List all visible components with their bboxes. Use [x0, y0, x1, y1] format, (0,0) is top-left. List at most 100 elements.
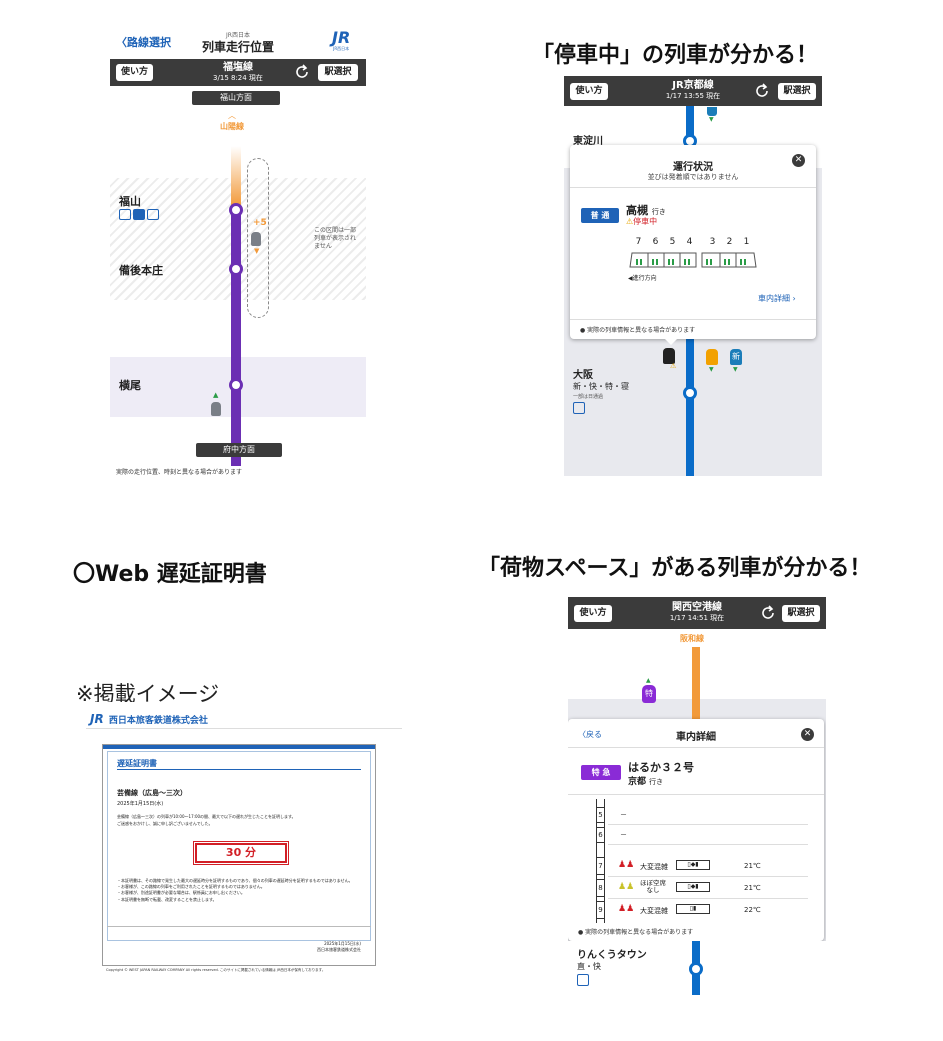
- station-select-button[interactable]: 駅選択: [318, 64, 358, 81]
- back-link[interactable]: 〈戻る: [578, 730, 602, 739]
- certificate-notes: ・本証明書は、その路線で発生した最大の遅延時分を証明するものであり、個々の列車の…: [117, 878, 353, 902]
- facility-icons: ▯◆▮: [676, 860, 710, 870]
- train-name: はるか３２号: [628, 761, 694, 774]
- direction-label-bottom: 府中方面: [196, 443, 282, 457]
- panel-subtitle: 並びは発着順ではありません: [647, 173, 739, 181]
- car-row[interactable]: 7 ♟♟ 大変混雑 ▯◆▮ 21℃: [568, 855, 824, 877]
- line-name: JR京都線: [672, 80, 714, 91]
- station-dot-fukuyama: [229, 203, 243, 217]
- shinkansen-icon: [133, 209, 145, 220]
- car-row[interactable]: 5 －: [568, 805, 824, 825]
- sanyo-line-label: 山陽線: [220, 122, 244, 131]
- panel-title: 運行状況: [673, 162, 713, 173]
- crowding-icon-high: ♟♟: [618, 904, 635, 914]
- train-icon: [573, 402, 585, 414]
- up-arrow-icon: ▲: [213, 391, 219, 399]
- facility-icons: ▯◆▮: [676, 882, 710, 892]
- bus-icon: [147, 209, 159, 220]
- destination: 高槻 行き: [626, 204, 666, 217]
- hidden-section-note: この区間は一部列車が表示されません: [314, 227, 357, 250]
- refresh-icon[interactable]: [294, 64, 310, 80]
- car-row[interactable]: 9 ♟♟ 大変混雑 ▯▮ 22℃: [568, 899, 824, 921]
- delay-minutes-box: 30 分: [193, 841, 289, 865]
- info-disclaimer: ● 実際の列車情報と異なる場合があります: [580, 327, 696, 334]
- station-name-bingohonjo[interactable]: 備後本庄: [119, 264, 163, 277]
- divider: [568, 794, 824, 795]
- help-button[interactable]: 使い方: [570, 83, 608, 100]
- station-select-button[interactable]: 駅選択: [782, 605, 820, 622]
- company-small-label: JR西日本: [226, 32, 250, 39]
- delay-certificate-preview: JR 西日本旅客鉄道株式会社 遅延証明書 芸備線（広島〜三次） 2025年1月1…: [86, 702, 406, 982]
- help-button[interactable]: 使い方: [116, 64, 153, 81]
- help-button[interactable]: 使い方: [574, 605, 612, 622]
- down-arrow-icon: ▼: [709, 116, 714, 123]
- station-dot-osaka: [683, 386, 697, 400]
- divider: [107, 926, 371, 927]
- chevron-up-icon: ︿: [228, 111, 236, 120]
- station-name-rinku-town[interactable]: りんくうタウン: [577, 950, 647, 961]
- back-to-line-select-link[interactable]: 〈路線選択: [116, 36, 171, 49]
- station-name-fukuyama[interactable]: 福山: [119, 195, 141, 208]
- station-dot-yokoo: [229, 378, 243, 392]
- bullet-icon: ●: [580, 327, 588, 334]
- car-details-panel: 〈戻る 車内詳細 ✕ 特 急 はるか３２号 京都 行き 5 － 6 － 7 ♟♟…: [568, 719, 824, 941]
- panel-title: 車内詳細: [676, 732, 716, 743]
- car-numbers: 7 6 5 4 3 2 1: [635, 237, 750, 247]
- warning-icon: ⚠: [670, 362, 677, 370]
- page-title: 列車走行位置: [201, 40, 274, 54]
- bullet-icon: ●: [578, 929, 586, 936]
- update-time: 1/17 14:51 現在: [669, 613, 725, 622]
- refresh-icon[interactable]: [760, 605, 776, 621]
- issuer-block: 2025年1月15日(水) 西日本旅客鉄道株式会社: [317, 941, 361, 952]
- certificate-date: 2025年1月15日(水): [117, 801, 164, 807]
- crowding-icon-high: ♟♟: [618, 860, 635, 870]
- train-icon-delayed[interactable]: [251, 232, 261, 246]
- car-row[interactable]: 8 ♟♟ ほぼ空席なし ▯◆▮ 21℃: [568, 877, 824, 899]
- station-name-osaka[interactable]: 大阪: [573, 370, 593, 381]
- station-dot-rinku-town: [689, 962, 703, 976]
- close-icon[interactable]: ✕: [792, 154, 805, 167]
- down-arrow-icon: ▼: [254, 247, 260, 255]
- train-icon-yokoo[interactable]: [211, 402, 221, 416]
- station-select-button[interactable]: 駅選択: [778, 83, 816, 100]
- station-name-higashiyodogawa[interactable]: 東淀川: [573, 136, 603, 147]
- station-name-yokoo[interactable]: 横尾: [119, 379, 141, 392]
- crowding-icon-medium: ♟♟: [618, 882, 635, 892]
- jr-logo: JR: [90, 712, 104, 726]
- certificate-inner: [107, 751, 371, 941]
- warning-icon: ⚠: [626, 217, 634, 226]
- car-details-link[interactable]: 車内詳細 ›: [758, 294, 796, 303]
- divider: [86, 728, 402, 729]
- train-icon: [119, 209, 131, 220]
- jr-logo: JR JR西日本: [332, 28, 351, 52]
- station-train-types: 直・快: [577, 962, 601, 971]
- hidden-section-bracket: [247, 158, 269, 318]
- train-icon-rapid[interactable]: [706, 349, 718, 365]
- train-type-badge: 普 通: [581, 208, 619, 223]
- certificate-body-1: 芸備線（広島〜三次）の列車が10:00〜17:00の間、最大で以下の遅れが生じた…: [117, 814, 296, 819]
- down-arrow-icon: ▼: [733, 366, 738, 373]
- car-row[interactable]: 6 －: [568, 825, 824, 845]
- refresh-icon[interactable]: [754, 83, 770, 99]
- document-title: 遅延証明書: [117, 759, 157, 768]
- copyright: Copyright © WEST JAPAN RAILWAY COMPANY A…: [106, 968, 326, 972]
- train-icon-stopped[interactable]: [663, 348, 675, 364]
- facility-icons: ▯▮: [676, 904, 710, 914]
- fukuen-line-track: [231, 206, 241, 466]
- train-icon-top[interactable]: [707, 107, 717, 116]
- operation-status-panel: 運行状況 並びは発着順ではありません ✕ 普 通 高槻 行き ⚠停車中 7 6 …: [570, 145, 816, 339]
- title-underline: [117, 769, 361, 770]
- divider: [570, 319, 816, 320]
- limited-express-train-icon[interactable]: 特: [642, 685, 656, 703]
- hanwa-line-label: 阪和線: [680, 634, 704, 643]
- panel-pointer: [665, 339, 677, 345]
- hanwa-line-track: [692, 647, 700, 723]
- close-icon[interactable]: ✕: [801, 728, 814, 741]
- web-delay-certificate-heading: 〇Web 遅延証明書: [73, 562, 267, 587]
- train-icon-special-rapid[interactable]: 新: [730, 349, 742, 365]
